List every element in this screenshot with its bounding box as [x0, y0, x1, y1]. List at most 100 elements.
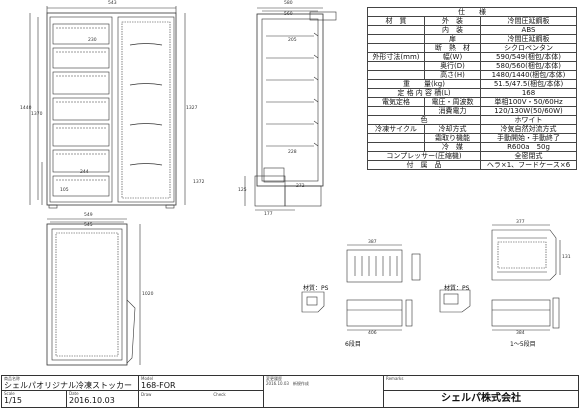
spec-row-label: 内 装 [424, 25, 481, 35]
spec-row: 付 属 品ヘラ×1、フードケース×6 [367, 160, 578, 170]
spec-row-group [367, 133, 425, 143]
spec-row-value: R600a 50g [479, 142, 578, 152]
spec-row-label: 扉 [424, 34, 481, 44]
drawer-6-views [301, 244, 421, 331]
spec-row-value: ABS [479, 25, 578, 35]
spec-row-value: 冷間圧延鋼板 [479, 16, 578, 26]
spec-row-group [367, 61, 425, 71]
spec-row-value: 冷間圧延鋼板 [479, 34, 578, 44]
spec-row: 高さ(H)1480/1440(梱包/本体) [367, 70, 578, 80]
spec-row-value: 51.5/47.5(梱包/本体) [479, 79, 578, 89]
check-caption: Check [213, 392, 226, 397]
spec-row-label: 幅(W) [424, 52, 481, 62]
date-caption: Date [69, 391, 79, 397]
spec-header: 仕 様 [366, 7, 578, 17]
spec-row-group: 冷凍サイクル [367, 124, 425, 134]
date-value: 2016.10.03 [69, 396, 115, 405]
spec-row: 定 格 内 容 積(L)168 [367, 88, 578, 98]
spec-row-label: 付 属 品 [367, 160, 481, 170]
spec-row: 霜取り機能手動開始・手動終了 [367, 133, 578, 143]
side-bottom-dim: 272 [296, 184, 305, 189]
spec-row-value: ホワイト [479, 115, 578, 125]
scale-value: 1/15 [4, 396, 22, 405]
spec-row-group [367, 43, 425, 53]
spec-row-group [367, 106, 425, 116]
front-height-dim: 1440 [20, 106, 32, 111]
drawer-side-dim: 131 [562, 255, 571, 260]
bottom-height-dim: 1020 [142, 292, 154, 297]
date-cell: Date 2016.10.03 [66, 390, 139, 408]
model-caption: Model [141, 376, 154, 382]
spec-row-group: 材 質 [367, 16, 425, 26]
draw-caption: Draw [141, 392, 152, 397]
spec-row-group: 電気定格 [367, 97, 425, 107]
remarks-cell: Remarks [382, 375, 579, 391]
front-height-dim-2: 1370 [31, 112, 43, 117]
side-left-dim: 205 [288, 38, 297, 43]
spec-row: 重 量(kg)51.5/47.5(梱包/本体) [367, 79, 578, 89]
drawer-bottom-dim: 406 [368, 331, 377, 336]
spec-row-label: 冷 媒 [424, 142, 481, 152]
spec-row-label: 消費電力 [424, 106, 481, 116]
spec-row-label: 電圧・周波数 [424, 97, 481, 107]
material-label-2: 材質：PS [444, 285, 470, 292]
side-view [244, 7, 337, 211]
spec-row-value: 全密閉式 [479, 151, 578, 161]
spec-row-group [367, 142, 425, 152]
inner-dim-1: 230 [88, 38, 97, 43]
front-height-dim-3: 1327 [186, 106, 198, 111]
spec-row-value: 590/549(梱包/本体) [479, 52, 578, 62]
side-dim: 1372 [193, 180, 205, 185]
front-width-dim: 543 [108, 1, 117, 6]
spec-row-label: 重 量(kg) [367, 79, 481, 89]
scale-caption: Scale [4, 391, 15, 397]
inner-dim-2: 244 [80, 170, 89, 175]
remarks-caption: Remarks [386, 376, 404, 382]
caption-drawer-6: 6段目 [345, 341, 361, 348]
spec-row-label: 高さ(H) [424, 70, 481, 80]
spec-row: 冷凍サイクル冷却方式冷気自然対流方式 [367, 124, 578, 134]
spec-row-value: 冷気自然対流方式 [479, 124, 578, 134]
spec-row: コンプレッサー(圧縮機)全密閉式 [367, 151, 578, 161]
inner-dim-3: 105 [60, 188, 69, 193]
spec-row-label: 色 [367, 115, 481, 125]
spec-row-group: 外形寸法(mm) [367, 52, 425, 62]
spec-row-group [367, 70, 425, 80]
caption-drawer-1-5: 1～5段目 [510, 341, 536, 348]
spec-row: 材 質外 装冷間圧延鋼板 [367, 16, 578, 26]
spec-row-label: 定 格 内 容 積(L) [367, 88, 481, 98]
bottom-width-dim-2: 545 [84, 223, 93, 228]
draw-check-cell: Draw Check [138, 390, 264, 408]
history-cell: 変更履歴 2016.10.03 新規作成 [263, 375, 384, 408]
spec-row-group [367, 34, 425, 44]
spec-row: 色ホワイト [367, 115, 578, 125]
spec-row-label: 断 熱 材 [424, 43, 481, 53]
model-value: 168-FOR [141, 381, 176, 390]
title-block: 商品名称 シェルパオリジナル冷凍ストッカー Model 168-FOR 変更履歴… [1, 375, 579, 408]
spec-row-value: 120/130W(50/60W) [479, 106, 578, 116]
spec-row: 断 熱 材シクロペンタン [367, 43, 578, 53]
side-top-dim-2: 560 [284, 12, 293, 17]
bottom-width-dim: 549 [84, 213, 93, 218]
side-base-dim: 125 [238, 188, 247, 193]
product-caption: 商品名称 [4, 376, 20, 382]
spec-row-value: ヘラ×1、フードケース×6 [479, 160, 578, 170]
side-top-dim: 580 [284, 1, 293, 6]
spec-row-value: 168 [479, 88, 578, 98]
spec-row-value: 単相100V・50/60Hz [479, 97, 578, 107]
spec-row-label: コンプレッサー(圧縮機) [367, 151, 481, 161]
door-view [46, 218, 141, 366]
spec-row-group [367, 25, 425, 35]
company-name: シェルパ株式会社 [382, 390, 579, 408]
history-entry: 2016.10.03 新規作成 [266, 381, 309, 386]
model-cell: Model 168-FOR [138, 375, 264, 391]
drawer-1-5-views [439, 224, 561, 331]
product-name: シェルパオリジナル冷凍ストッカー [4, 381, 132, 390]
spec-row-label: 奥行(D) [424, 61, 481, 71]
front-view [29, 6, 186, 209]
spec-row: 電気定格電圧・周波数単相100V・50/60Hz [367, 97, 578, 107]
